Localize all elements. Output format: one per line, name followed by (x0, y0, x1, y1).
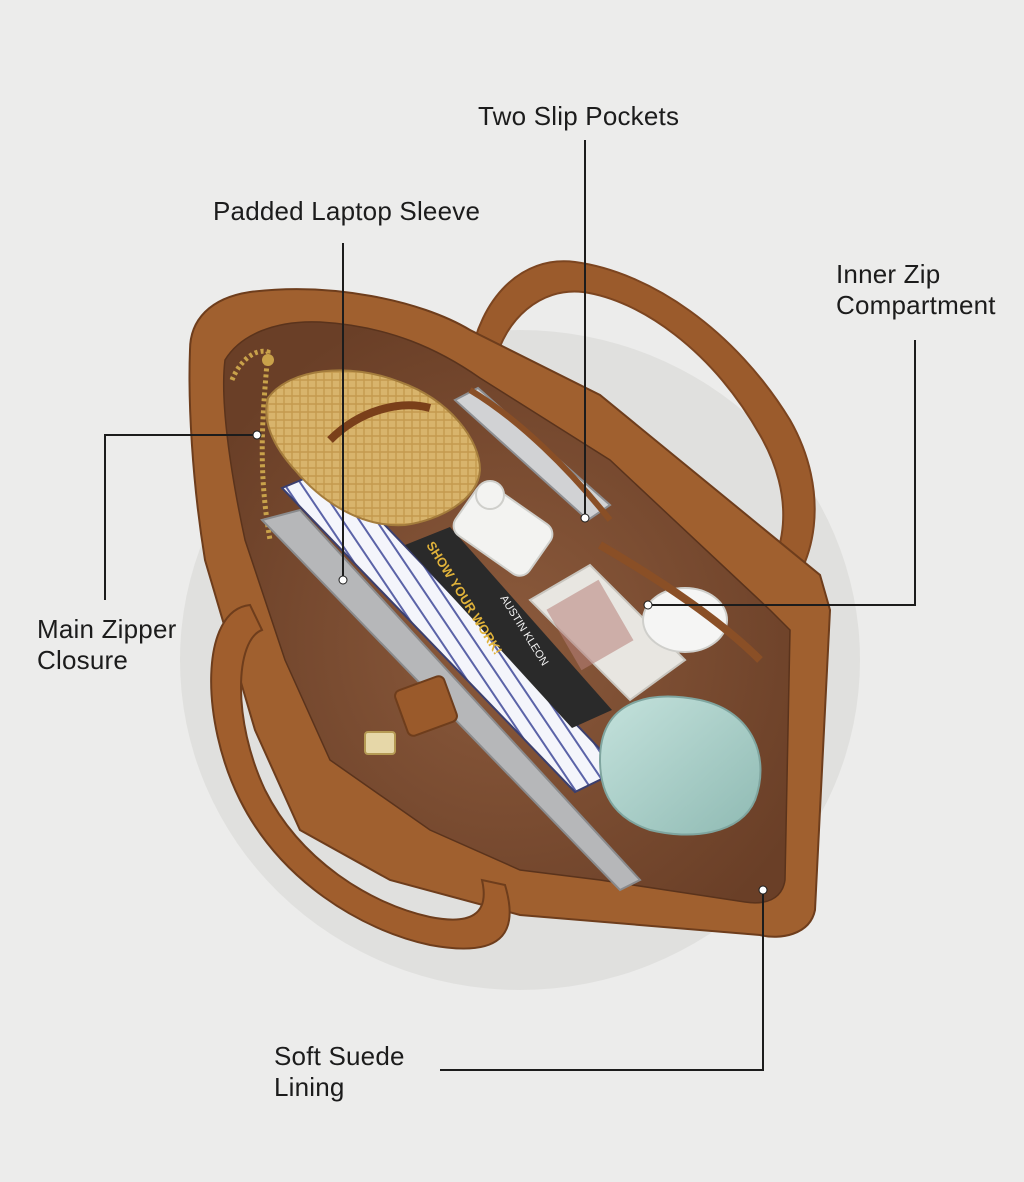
buckle-icon (364, 731, 396, 755)
label-line: Soft Suede (274, 1041, 405, 1071)
label-two-slip-pockets: Two Slip Pockets (478, 101, 679, 132)
clear-container (528, 563, 687, 702)
slip-pocket-wall (468, 387, 613, 522)
label-line: Closure (37, 645, 128, 675)
label-line: Inner Zip (836, 259, 941, 289)
leader-main-zipper-closure (104, 434, 255, 600)
label-main-zipper-closure: Main Zipper Closure (37, 614, 176, 676)
inner-zip-compartment (597, 541, 763, 663)
zipper-pull-icon (262, 354, 274, 366)
label-padded-laptop-sleeve: Padded Laptop Sleeve (213, 196, 480, 227)
dot-main-zipper-closure (252, 430, 262, 440)
pouch-tab (327, 401, 432, 443)
dot-padded-laptop-sleeve (338, 575, 348, 585)
water-bottle (598, 695, 762, 836)
label-line: Compartment (836, 290, 996, 320)
front-handle (210, 603, 511, 950)
label-line: Two Slip Pockets (478, 101, 680, 131)
label-line: Main Zipper (37, 614, 177, 644)
leader-lines (104, 140, 916, 1071)
leader-soft-suede-lining (440, 890, 764, 1071)
sleeve-strap (394, 675, 458, 737)
label-line: Lining (274, 1072, 345, 1102)
leader-dots (252, 430, 768, 895)
leader-inner-zip-compartment (648, 340, 916, 606)
charger (452, 480, 554, 577)
dot-inner-zip-compartment (643, 600, 653, 610)
label-inner-zip-compartment: Inner Zip Compartment (836, 259, 996, 321)
dot-soft-suede-lining (758, 885, 768, 895)
main-zipper (229, 348, 273, 541)
dot-two-slip-pockets (580, 513, 590, 523)
label-line: Padded Laptop Sleeve (213, 196, 481, 226)
label-soft-suede-lining: Soft Suede Lining (274, 1041, 405, 1103)
